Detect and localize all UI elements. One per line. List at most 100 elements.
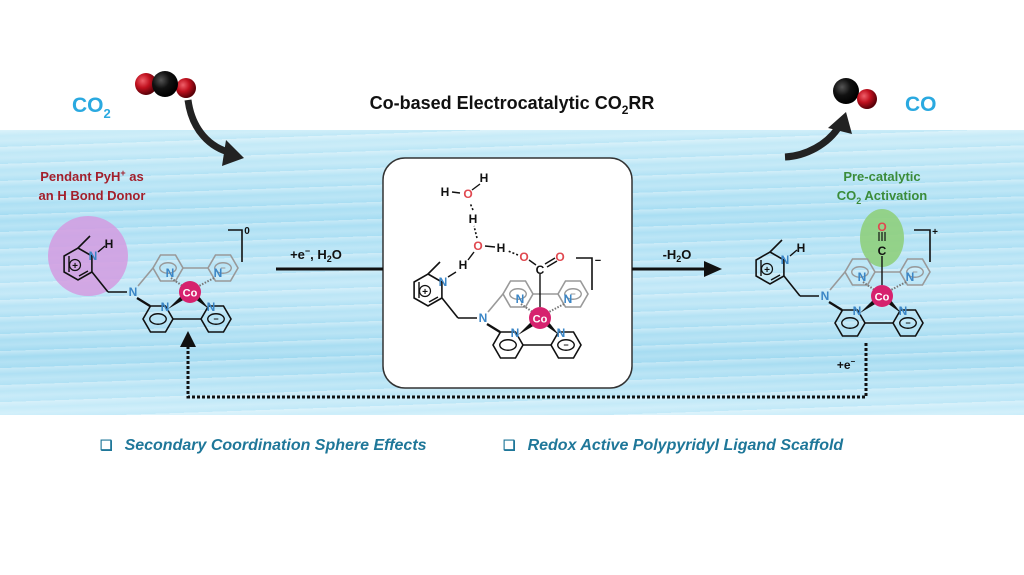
anionic-ring-circle	[906, 266, 924, 278]
cobalt-label: Co	[183, 288, 198, 300]
ring-negative-charge: −	[563, 340, 568, 350]
double-bond	[78, 270, 89, 277]
c-o-double-bond	[546, 260, 558, 268]
pyridinium-nitrogen: N	[89, 249, 98, 263]
nitrogen-atom: N	[906, 270, 915, 284]
positive-charge-circle	[760, 262, 774, 276]
amine-nitrogen: N	[129, 285, 138, 299]
lower-pyridine-ring	[142, 305, 174, 333]
anionic-ring-circle	[557, 339, 575, 351]
regeneration-arrowhead	[180, 331, 196, 347]
amine-bond	[137, 267, 154, 287]
cobalt-center	[871, 285, 893, 307]
svg-text:an H Bond Donor: an H Bond Donor	[39, 188, 146, 203]
methylene-bond	[91, 271, 109, 293]
hashed-bond	[196, 277, 215, 288]
bullet-2: ❑ Redox Active Polypyridyl Ligand Scaffol…	[503, 437, 843, 455]
ring-negative-charge: −	[213, 314, 218, 324]
aromatic-ring-circle	[509, 288, 527, 300]
hydrogen-atom: H	[459, 258, 468, 272]
aromatic-ring-circle	[841, 317, 859, 329]
figure-title: Co-based Electrocatalytic CO2RR	[370, 93, 655, 117]
co-release-arrow	[784, 123, 844, 161]
ring-negative-charge: −	[220, 263, 225, 273]
pendant-pyridinium-highlight	[48, 216, 128, 296]
methyl-bond	[77, 235, 91, 249]
hydrogen-atom: H	[441, 185, 450, 199]
double-bond	[428, 296, 439, 303]
oh-bond	[467, 251, 475, 261]
pyridinium-ring	[63, 247, 93, 281]
bullet-label: Secondary Coordination Sphere Effects	[124, 437, 427, 454]
oh-bond	[471, 183, 481, 191]
nitrogen-atom: N	[858, 270, 867, 284]
nh-bond	[97, 245, 106, 253]
hydrogen-atom: H	[105, 237, 114, 251]
step1-label: +e−, H2O	[290, 246, 342, 264]
nitrogen-atom: N	[166, 266, 175, 280]
carbonyl-oxygen: O	[555, 250, 564, 264]
double-bond	[770, 274, 781, 281]
anionic-ring-circle	[564, 288, 582, 300]
anionic-ring-circle	[207, 313, 225, 325]
co-label: CO	[905, 93, 937, 116]
carboxylate-oxygen: O	[519, 250, 528, 264]
wedge-bond	[860, 299, 877, 313]
hydrogen-atom: H	[480, 171, 489, 185]
svg-text:Pre-catalytic: Pre-catalytic	[843, 169, 920, 184]
positive-charge: +	[764, 265, 770, 276]
amine-bond	[829, 271, 846, 291]
hydrogen-bond	[507, 250, 519, 256]
aromatic-ring-circle	[159, 262, 177, 274]
nitrogen-atom: N	[214, 266, 223, 280]
bullet-label: Redox Active Polypyridyl Ligand Scaffold	[527, 437, 844, 454]
methyl-bond	[427, 261, 441, 275]
svg-text:Pendant PyH+ as: Pendant PyH+ as	[40, 168, 144, 184]
hydrogen-bond	[469, 202, 474, 211]
co-release-arrowhead	[828, 112, 852, 134]
lower-pyridine-ring	[492, 331, 524, 359]
cobalt-label: Co	[533, 314, 548, 326]
h-bond-donor-annotation: Pendant PyH+ as an H Bond Donor	[39, 168, 146, 203]
amine-bond	[487, 293, 504, 313]
positive-charge-circle	[418, 284, 432, 298]
intermediate-box	[382, 157, 633, 389]
wedge-bond	[518, 321, 535, 335]
anionic-ring-circle	[214, 262, 232, 274]
svg-text:CO2 Activation: CO2 Activation	[837, 188, 928, 206]
amine-bond	[136, 296, 151, 308]
methylene-bond	[783, 275, 801, 297]
step2-label: -H2O	[663, 247, 692, 264]
ring-negative-charge: −	[570, 289, 575, 299]
nitrogen-atom: N	[557, 326, 566, 340]
oh-bond	[484, 245, 496, 248]
cobalt-center	[179, 281, 201, 303]
cobalt-label: Co	[875, 292, 890, 304]
pyridinium-ring	[755, 251, 785, 285]
charge-bracket	[228, 229, 243, 262]
bullet-1: ❑Secondary Coordination Sphere Effects	[100, 437, 427, 455]
nitrogen-atom: N	[511, 326, 520, 340]
positive-charge: +	[422, 287, 428, 298]
lower-pyridine-ring	[834, 309, 866, 337]
nh-bond	[447, 271, 457, 278]
positive-charge-circle	[68, 258, 82, 272]
step3-label: +e−	[837, 357, 856, 372]
hydrogen-atom: H	[797, 241, 806, 255]
positive-charge: +	[72, 261, 78, 272]
carbon-atom: C	[878, 244, 887, 258]
checkbox-icon: ❑	[503, 437, 516, 453]
amine-bond	[486, 322, 501, 334]
nitrogen-atom: N	[207, 300, 216, 314]
ring-negative-charge: −	[905, 318, 910, 328]
water-oxygen: O	[473, 239, 482, 253]
pyridinium-nitrogen: N	[439, 275, 448, 289]
nitrogen-atom: N	[161, 300, 170, 314]
methyl-bond	[769, 239, 783, 253]
pyridinium-ring	[413, 273, 443, 307]
complex-charge: +	[932, 227, 938, 238]
